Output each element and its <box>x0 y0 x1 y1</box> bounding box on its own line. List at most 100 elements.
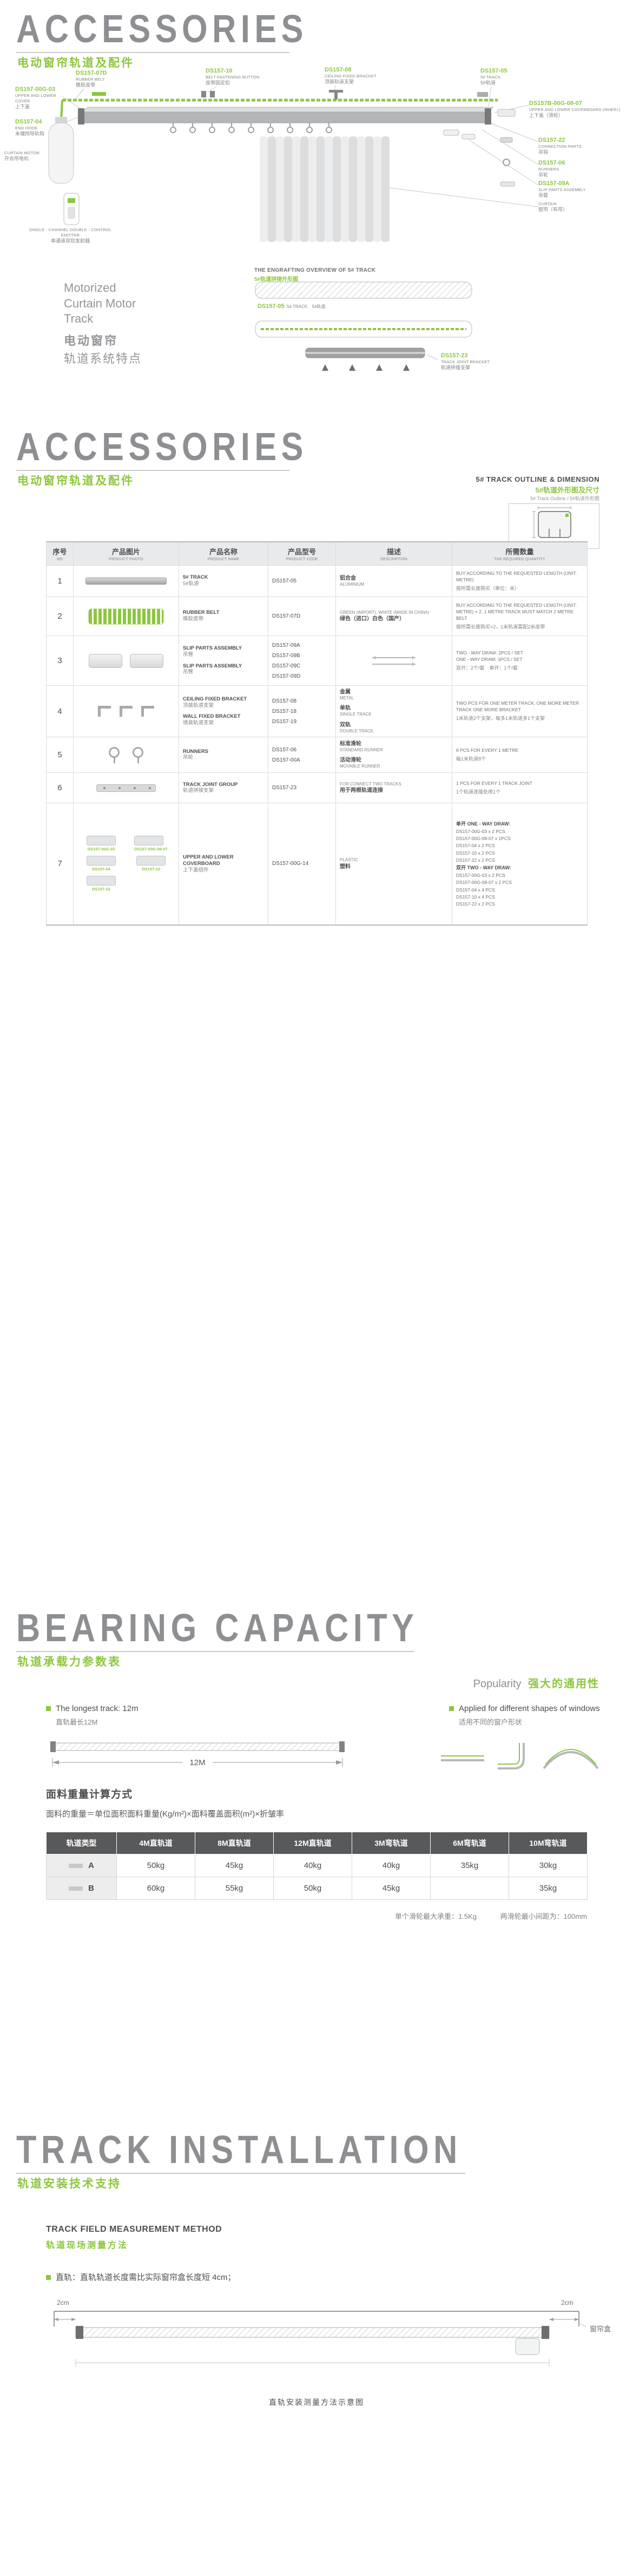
joint-arrows <box>322 364 410 371</box>
name-en: SLIP PARTS ASSEMBLY <box>183 645 242 652</box>
qty-line: DS157-00G-03 x 2 PCS <box>456 873 505 879</box>
code: DS157-00G-14 <box>272 861 309 867</box>
bearing-value <box>430 1877 509 1900</box>
desc-en: ALUMINIUM <box>340 581 364 587</box>
motorized-zh-subtitle: 轨道系统特点 <box>64 352 142 366</box>
header-en: PRODUCT NAME <box>207 558 240 561</box>
desc-en: SINGLE TRACK <box>340 712 372 717</box>
qty-line: DS157-00G-03 x 2 PCS <box>456 829 505 835</box>
dim-label-left: 2cm <box>57 2299 69 2306</box>
bearing-col-3m: 3M弯轨道 <box>352 1832 431 1854</box>
part-code: DS157B-00G-08-07 <box>529 100 582 107</box>
emitter-shape <box>63 193 80 225</box>
kit-part-code: DS157-04 <box>92 867 110 872</box>
header-en: NO <box>57 558 63 561</box>
cell-qty: TWO PCS FOR ONE METER TRACK, ONE MORE ME… <box>452 685 588 738</box>
title-underline <box>16 1651 414 1652</box>
part-label-emitter: Single - channel double - control emitte… <box>27 227 114 244</box>
qty-en: BUY ACCORDING TO THE REQUESTED LENGTH (U… <box>456 570 577 582</box>
name-en: RUBBER BELT <box>183 609 220 616</box>
header-en: DESCRIPTION <box>380 558 408 561</box>
cell-qty: BUY ACCORDING TO THE REQUESTED LENGTH (U… <box>452 565 588 597</box>
qty-line: DS157-00G-08-07 x 2 PCS <box>456 880 512 886</box>
name-zh: 吊轮 <box>183 755 194 761</box>
runner-shape <box>133 746 143 763</box>
cell-photo <box>73 685 179 738</box>
bearing-col-8m: 8M直轨道 <box>195 1832 274 1854</box>
bearing-value: 35kg <box>509 1877 588 1900</box>
table-row-coverboard-kit: 7 DS157-00G-03 DS157-00G-08-07 DS157-04 … <box>46 803 588 926</box>
popularity-zh: 强大的通用性 <box>528 1678 599 1690</box>
dimension-2cm-left <box>54 2318 76 2321</box>
qty-line: DS157-04 x 2 PCS <box>456 843 495 849</box>
cell-photo <box>73 565 179 597</box>
part-code: DS157-10 <box>206 68 233 74</box>
desc-zh: 标准滑轮 <box>340 740 361 747</box>
runners-shapes <box>170 123 332 133</box>
part-code: DS157-04 <box>15 119 42 125</box>
exploded-parts-diagram <box>48 85 539 242</box>
bearing-table: 轨道类型 4M直轨道 8M直轨道 12M直轨道 3M弯轨道 6M弯轨道 10M弯… <box>46 1832 588 1900</box>
diagram-caption: 直轨安装测量方法示意图 <box>269 2398 364 2407</box>
kit-part-shape <box>87 836 116 846</box>
part-name-en: CEILING FIXED BRACKET <box>325 74 377 79</box>
qty-en: TWO - WAY DRAW: 2PCS / SET <box>456 650 524 656</box>
part-label-belt-button: DS157-10 BELT FASTENING BUTTON 皮带固定扣 <box>206 67 271 87</box>
desc-zh: 塑料 <box>340 863 351 870</box>
motorized-line-3: Track <box>64 312 94 326</box>
cell-code: DS157-00G-14 <box>268 803 336 926</box>
runner-hook <box>113 757 115 763</box>
title-underline <box>16 470 289 471</box>
header-zh: 序号 <box>52 548 67 556</box>
cell-photo <box>73 737 179 774</box>
part-label-slip-assembly: DS157-09A SLIP PARTS ASSEMBLY 吊臂 <box>538 180 625 199</box>
twelve-metre-track-diagram: 12M <box>50 1741 345 1767</box>
cell-code: DS157-06 DS157-00A <box>268 737 336 774</box>
bearing-value: 60kg <box>116 1877 195 1900</box>
part-name-zh: 末端挡导轨钩 <box>15 131 45 137</box>
qty-en: 1 PCS FOR EVERY 1 TRACK JOINT <box>456 780 532 786</box>
window-shapes-diagram <box>441 1743 599 1769</box>
track-type-icon <box>69 1886 83 1891</box>
cell-no: 7 <box>46 803 74 926</box>
motorized-zh-title: 电动窗帘 <box>64 333 118 348</box>
header-zh: 产品图片 <box>111 548 140 556</box>
kit-photos: DS157-00G-03 DS157-00G-08-07 DS157-04 DS… <box>77 836 175 892</box>
engrafting-heading-en: THE ENGRAFTING OVERVIEW OF 5# TRACK <box>254 267 376 273</box>
qty-zh: 1米轨道2个支架，每多1米轨道多1个支架 <box>456 716 545 722</box>
part-code: DS157-06 <box>538 160 565 166</box>
bracket-shape <box>120 706 133 717</box>
name-zh: 吊臂 <box>183 669 194 676</box>
measurement-method-zh: 轨道现场测量方法 <box>46 2241 129 2250</box>
part-code: DS157-05 <box>480 68 507 74</box>
part-name-zh: 窗帘（布帘） <box>538 206 568 212</box>
runner-photo <box>77 746 175 763</box>
desc-zh: 铝合金 <box>340 575 356 581</box>
kit-part-shape <box>87 856 116 866</box>
track-length-dimension <box>75 2359 550 2367</box>
name-zh: 上下盖组件 <box>183 867 209 873</box>
feature-zh: 直轨最长12M <box>56 1718 98 1726</box>
motorized-title-block: Motorized Curtain Motor Track 电动窗帘 轨道系统特… <box>64 280 142 367</box>
rule-text: 直轨：直轨轨道长度需比实际窗帘盒长度短 4cm； <box>56 2273 236 2282</box>
qty-zh: 每1米轨道8个 <box>456 756 486 762</box>
kit-part-code: DS157-10 <box>142 867 160 872</box>
installation-subtitle: 轨道安装技术支持 <box>17 2178 121 2190</box>
name-zh: 顶装轨道支架 <box>183 702 214 709</box>
motorized-line-2: Curtain Motor <box>64 296 136 310</box>
cell-code: DS157-05 <box>268 565 336 597</box>
curved-window-shape <box>543 1751 599 1769</box>
engrafting-heading-zh: 5#轨道拼接外形图 <box>254 277 299 283</box>
part-label-rubber-belt: DS157-07D RUBBER BELT 橡胶皮带 <box>76 69 141 89</box>
part-name-en: CURTAIN MOTOR <box>4 150 40 155</box>
part-name-zh: 橡胶皮带 <box>76 82 96 88</box>
outline-subnote: 5# Track Outline / 5#轨道外形图 <box>530 496 599 501</box>
cell-code: DS157-23 <box>268 772 336 804</box>
